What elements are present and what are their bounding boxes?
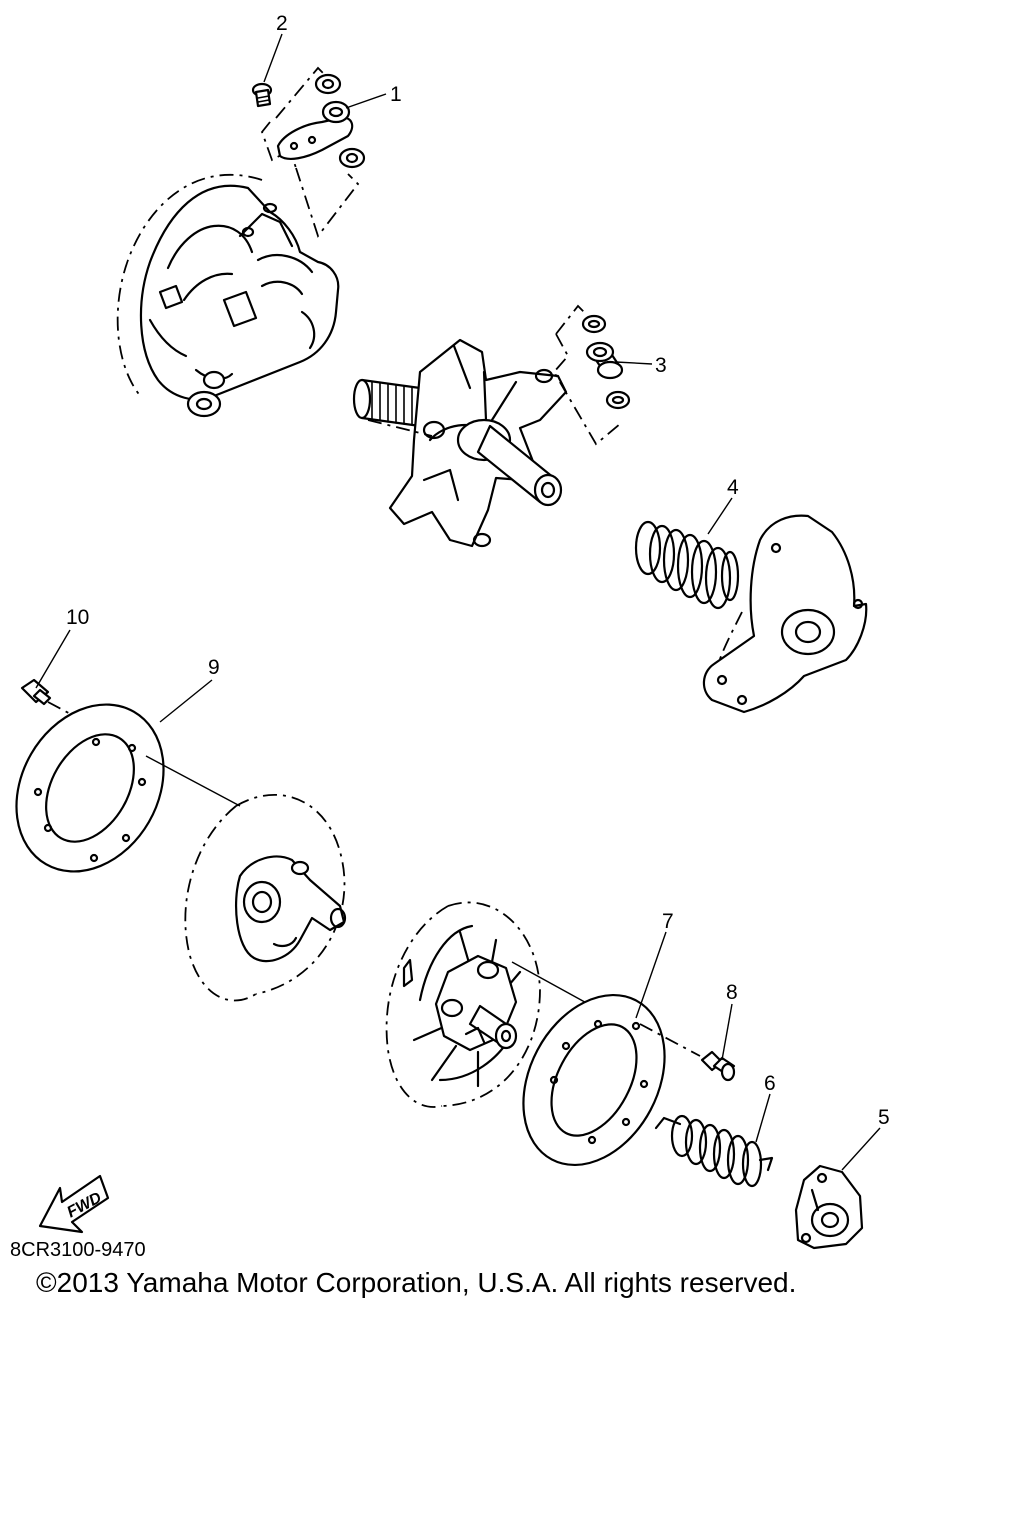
callout-1: 1 — [390, 83, 402, 106]
spring-seat-part-5 — [794, 1164, 864, 1250]
fixed-sheave-disc — [184, 793, 347, 1002]
spider-shaft — [352, 338, 568, 548]
fwd-arrow-icon: FWD — [38, 1174, 110, 1234]
bushing-sleeve — [585, 341, 624, 380]
callout-3: 3 — [655, 354, 667, 377]
roller-arm-part-1 — [276, 100, 354, 160]
callout-10: 10 — [66, 606, 89, 629]
washer-top — [314, 73, 342, 95]
callout-7: 7 — [662, 910, 674, 933]
ring-plate-part-9 — [15, 703, 241, 873]
callout-8: 8 — [726, 981, 738, 1004]
spring-cover-plate — [702, 514, 868, 714]
callout-leaders — [35, 33, 881, 1171]
ring-plate-part-7 — [522, 993, 701, 1167]
bolt-part-8 — [700, 1050, 736, 1082]
callout-4: 4 — [727, 476, 739, 499]
bushing-top-washer — [581, 314, 607, 334]
callout-6: 6 — [764, 1072, 776, 1095]
bolt-part-10 — [20, 678, 79, 719]
washer-bottom — [338, 147, 366, 169]
fixed-sheave-housing — [116, 174, 340, 418]
callout-9: 9 — [208, 656, 220, 679]
roller-arm-assembly — [251, 66, 366, 238]
copyright-notice: ©2013 Yamaha Motor Corporation, U.S.A. A… — [36, 1267, 796, 1298]
spring-part-6 — [654, 1114, 774, 1188]
bushing-bottom-washer — [605, 390, 631, 410]
spring-part-4 — [634, 520, 740, 610]
callout-5: 5 — [878, 1106, 890, 1129]
bushing-set-part-3 — [552, 304, 631, 446]
movable-sheave — [385, 901, 593, 1108]
bolt-part-2 — [251, 82, 273, 108]
part-code: 8CR3100-9470 — [10, 1239, 146, 1261]
callout-2: 2 — [276, 12, 288, 35]
